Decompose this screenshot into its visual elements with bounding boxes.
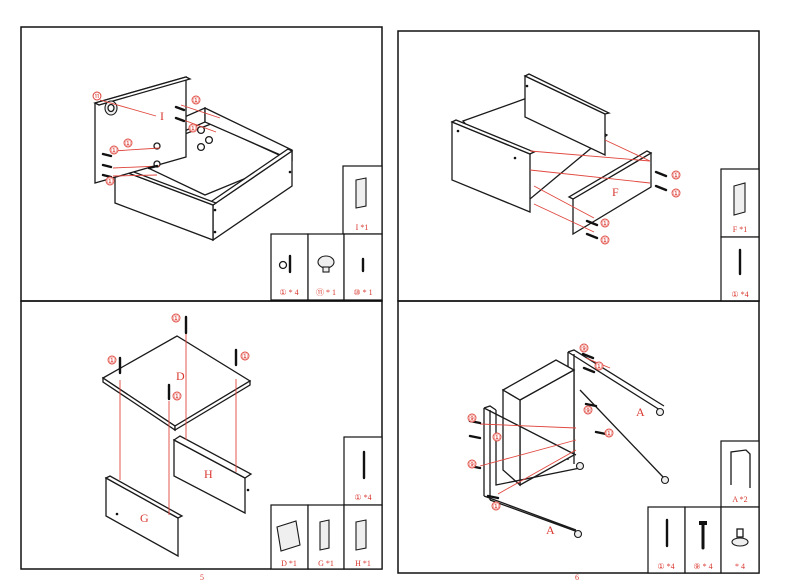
part-count-D: D *1 (281, 559, 297, 568)
page-number-right: 6 (575, 573, 579, 582)
callout-bolt: ⑨ (580, 344, 587, 353)
page-number-left: 5 (200, 573, 204, 582)
callout-screw: ① (173, 392, 180, 401)
part-count-G: G *1 (318, 559, 334, 568)
callout-bolt: ⑨ (468, 414, 475, 423)
part-box-leg-A (720, 440, 760, 508)
step1-callouts: ⑪ ① ① ① ① ① I (92, 91, 201, 186)
callout-knob: ⑪ (93, 92, 101, 101)
callout-screw: ① (605, 429, 612, 438)
part-count-H: H *1 (355, 559, 371, 568)
step3-top-assembly: ① ① ① ① D H G ① *4 D *1 G *1 H *1 5 (20, 300, 383, 582)
part-count-F: F *1 (733, 225, 747, 234)
part-count-knob: ⑪ * 1 (316, 288, 336, 297)
callout-bolt: ⑨ (584, 406, 591, 415)
step3-frame (20, 300, 383, 570)
callout-screw: ① (672, 171, 679, 180)
step1-drawer-assembly: ⑪ ① ① ① ① ① I I *1 ① * 4 ⑪ * 1 (20, 26, 383, 302)
part-box-screw (720, 236, 760, 302)
part-count-bolt: ⑨ * 4 (693, 562, 712, 571)
part-count-leg-A: A *2 (732, 495, 747, 504)
part-count-foot: * 4 (735, 562, 745, 571)
callout-screw: ① (241, 352, 248, 361)
callout-screw: ① (108, 356, 115, 365)
step4-parts-list: A *2 ① *4 ⑨ * 4 * 4 (647, 440, 760, 574)
label-panel-H: H (204, 467, 213, 481)
callout-screw: ① (192, 96, 199, 105)
step2-parts-list: F *1 ① *4 (720, 168, 760, 302)
callout-bolt: ⑨ (468, 460, 475, 469)
callout-screw: ① (172, 314, 179, 323)
callout-screw: ① (595, 362, 602, 371)
step4-callouts: ⑨ ⑨ ⑨ ⑨ ① ① ① ① A A (467, 343, 645, 537)
callout-screw: ① (601, 219, 608, 228)
label-panel-G: G (140, 511, 149, 525)
step2-callouts: ① ① ① ① F (600, 170, 681, 245)
step1-parts-list: I *1 ① * 4 ⑪ * 1 ⑩ * 1 (270, 165, 383, 301)
part-count-screw: ① *4 (731, 290, 748, 299)
top-panel-illustration (101, 315, 253, 558)
callout-screw: ① (493, 433, 500, 442)
drawer-box-illustration (93, 76, 294, 242)
part-count-screw: ① *4 (354, 493, 371, 502)
step4-legs-assembly: ⑨ ⑨ ⑨ ⑨ ① ① ① ① A A A *2 ① *4 (397, 300, 760, 582)
callout-screw: ① (672, 189, 679, 198)
part-count-screw: ① * 4 (279, 288, 298, 297)
callout-screw: ① (492, 502, 499, 511)
label-panel-I: I (160, 109, 164, 123)
step3-parts-list: ① *4 D *1 G *1 H *1 (270, 436, 383, 570)
part-count-I: I *1 (356, 223, 369, 232)
callout-screw: ① (110, 146, 117, 155)
callout-screw: ① (189, 124, 196, 133)
cabinet-illustration (450, 73, 668, 240)
label-panel-D: D (176, 369, 185, 383)
callout-screw: ① (106, 177, 113, 186)
label-leg-A-bottom: A (546, 523, 555, 537)
step3-callouts: ① ① ① ① D H G (107, 313, 250, 525)
legs-illustration (468, 349, 670, 539)
step4-frame (397, 300, 760, 574)
label-panel-F: F (612, 185, 619, 199)
part-count-bolt: ⑩ * 1 (353, 288, 372, 297)
part-count-screw: ① *4 (657, 562, 674, 571)
label-leg-A-top: A (636, 405, 645, 419)
callout-screw: ① (601, 236, 608, 245)
callout-screw: ① (124, 139, 131, 148)
step2-cabinet-assembly: ① ① ① ① F F *1 ① *4 (397, 30, 760, 302)
